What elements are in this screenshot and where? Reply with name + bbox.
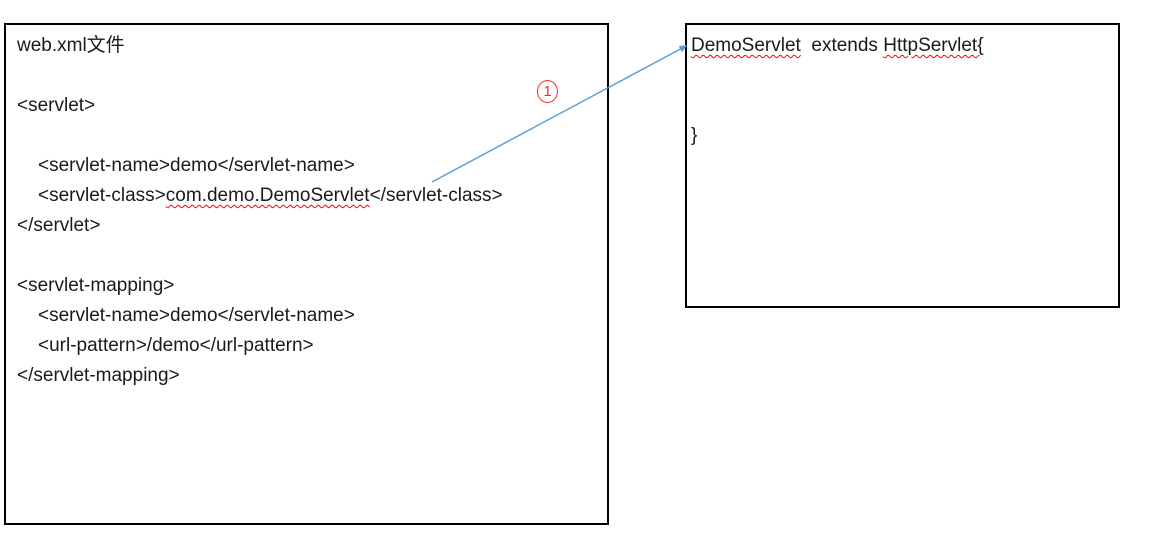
xml-line-url-pattern: <url-pattern>/demo</url-pattern> (38, 335, 314, 356)
step-1-annotation: 1 (537, 80, 558, 103)
blank-line (17, 121, 601, 151)
webxml-box: web.xml文件 <servlet> <servlet-name>demo</… (4, 23, 609, 525)
blank-line (17, 61, 601, 91)
closing-brace: } (691, 125, 698, 146)
xml-line-servlet-name: <servlet-name>demo</servlet-name> (38, 155, 355, 176)
xml-line-servlet-open: <servlet> (17, 95, 96, 116)
webxml-title: web.xml文件 (17, 35, 125, 56)
servlet-class-box: DemoServlet extends HttpServlet{ } (685, 23, 1120, 308)
superclass-name: HttpServlet{ (883, 35, 984, 56)
class-declaration-line: DemoServlet extends HttpServlet{ (691, 31, 1112, 61)
blank-line (17, 241, 601, 271)
blank-line (691, 61, 1112, 91)
xml-line-servlet-close: </servlet> (17, 215, 101, 236)
xml-line-mapping-servlet-name: <servlet-name>demo</servlet-name> (38, 305, 355, 326)
extends-keyword: extends (800, 35, 884, 56)
class-name: DemoServlet (691, 35, 801, 56)
xml-line-mapping-close: </servlet-mapping> (17, 365, 180, 386)
servlet-class-value: com.demo.DemoServlet (165, 185, 370, 206)
xml-line-mapping-open: <servlet-mapping> (17, 275, 175, 296)
servlet-class-suffix: </servlet-class> (369, 185, 503, 206)
xml-line-servlet-class: <servlet-class>com.demo.DemoServlet</ser… (17, 181, 601, 211)
servlet-class-prefix: <servlet-class> (38, 185, 166, 206)
blank-line (691, 91, 1112, 121)
